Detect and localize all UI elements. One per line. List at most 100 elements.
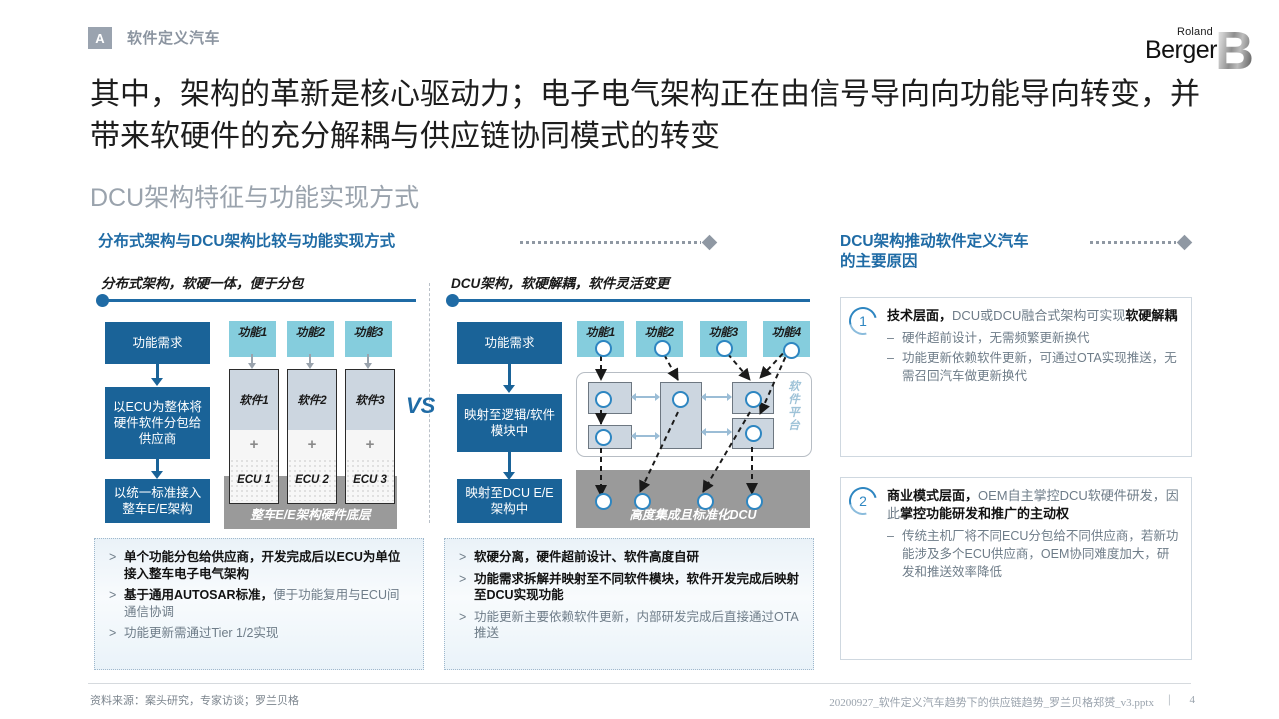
ecu-stack-ecu-0: ECU 1 xyxy=(230,459,278,501)
ecu-stack-ecu-2: ECU 3 xyxy=(346,459,394,501)
function-chip-d1: 功能2 xyxy=(287,321,334,357)
reason-heading-plain: DCU或DCU融合式架构可实现 xyxy=(952,308,1126,323)
bullet-bold-text: 功能需求拆解并映射至不同软件模块，软件开发完成后映射至DCU实现功能 xyxy=(474,571,800,603)
flow-arrow-stem xyxy=(508,364,511,387)
dcu-caption-dot xyxy=(446,294,459,307)
dcu-caption: DCU架构，软硬解耦，软件灵活变更 xyxy=(451,276,670,291)
reason-2-list: 传统主机厂将不同ECU分包给不同供应商，若新功能涉及多个ECU供应商，OEM协同… xyxy=(887,527,1179,581)
distributed-bullet-list: 单个功能分包给供应商，开发完成后以ECU为单位接入整车电子电气架构 基于通用AU… xyxy=(107,549,411,642)
ecu-stack-plus-0: + xyxy=(230,430,278,460)
flow-arrow-head-icon xyxy=(503,385,515,393)
page-number: 4 xyxy=(1189,694,1196,706)
function-node xyxy=(595,340,612,357)
bullet-text: 便于功能复用与ECU间通信协调 xyxy=(124,588,400,619)
ecu-stack-software-2: 软件3 xyxy=(346,370,394,431)
flow-box-dcu-2: 映射至DCU E/E架构中 xyxy=(457,479,562,523)
flow-box-distributed-2: 以统一标准接入整车E/E架构 xyxy=(105,479,210,523)
source-note: 资料来源：案头研究，专家访谈；罗兰贝格 xyxy=(90,695,299,707)
chip-arrow-stem xyxy=(367,354,369,365)
page-headline: 其中，架构的革新是核心驱动力；电子电气架构正在由信号导向向功能导向转变，并带来软… xyxy=(90,78,1200,153)
reason-card-1: 1 技术层面，DCU或DCU融合式架构可实现软硬解耦 硬件超前设计，无需频繁更新… xyxy=(840,297,1192,457)
reason-card-2: 2 商业模式层面，OEM自主掌控DCU软硬件研发，因此掌控功能研发和推广的主动权… xyxy=(840,477,1192,660)
chip-arrow-stem xyxy=(309,354,311,365)
ecu-stack-2: 软件3 + ECU 3 xyxy=(345,369,395,504)
dcu-bullet-list: 软硬分离，硬件超前设计、软件高度自研 功能需求拆解并映射至不同软件模块，软件开发… xyxy=(457,549,801,642)
vs-label: VS xyxy=(406,393,436,418)
right-title-rule xyxy=(1090,234,1193,250)
dcu-caption-rule xyxy=(457,299,810,302)
platform-node xyxy=(672,391,689,408)
flow-arrow-stem xyxy=(508,452,511,474)
left-panel-title: 分布式架构与DCU架构比较与功能实现方式 xyxy=(98,233,396,250)
page-subheadline: DCU架构特征与功能实现方式 xyxy=(90,184,420,212)
dcu-node xyxy=(697,493,714,510)
dcu-node xyxy=(595,493,612,510)
logo-b-mark: B xyxy=(1215,21,1254,81)
logo-roland-text: Roland xyxy=(1176,26,1213,38)
chip-arrow-stem xyxy=(251,354,253,365)
right-panel-title-line2: 的主要原因 xyxy=(840,253,918,270)
list-item: 软硬分离，硬件超前设计、软件高度自研 xyxy=(457,549,801,566)
ecu-stack-0: 软件1 + ECU 1 xyxy=(229,369,279,504)
left-title-rule xyxy=(520,234,718,250)
bullet-text: 功能更新主要依赖软件更新，内部研发完成后直接通过OTA推送 xyxy=(474,609,799,641)
reason-heading-bold: 技术层面， xyxy=(887,308,953,323)
flow-box-dcu-0: 功能需求 xyxy=(457,322,562,364)
reason-heading-plain: OEM自主掌控DCU软硬件研发，因此 xyxy=(887,488,1179,521)
bullet-bold-text: 基于通用AUTOSAR标准， xyxy=(124,588,274,602)
chip-arrow-head-icon xyxy=(248,363,256,369)
reason-number-label: 2 xyxy=(859,493,867,509)
list-item: 传统主机厂将不同ECU分包给不同供应商，若新功能涉及多个ECU供应商，OEM协同… xyxy=(887,527,1179,581)
list-item: 基于通用AUTOSAR标准，便于功能复用与ECU间通信协调 xyxy=(107,587,411,620)
flow-box-distributed-1: 以ECU为整体将硬件软件分包给供应商 xyxy=(105,387,210,459)
reason-1-heading: 技术层面，DCU或DCU融合式架构可实现软硬解耦 xyxy=(887,307,1179,325)
flow-arrow-head-icon xyxy=(503,472,515,480)
ecu-stack-software-0: 软件1 xyxy=(230,370,278,431)
ecu-stack-ecu-1: ECU 2 xyxy=(288,459,336,501)
platform-node xyxy=(595,391,612,408)
list-item: 功能更新主要依赖软件更新，内部研发完成后直接通过OTA推送 xyxy=(457,609,801,642)
software-platform-label: 软件平台 xyxy=(788,381,800,432)
dcu-node xyxy=(746,493,763,510)
dcu-bullets-card: 软硬分离，硬件超前设计、软件高度自研 功能需求拆解并映射至不同软件模块，软件开发… xyxy=(444,538,814,670)
ecu-stack-plus-2: + xyxy=(346,430,394,460)
distributed-caption-rule xyxy=(107,299,416,302)
vertical-divider xyxy=(429,283,430,523)
dotted-line xyxy=(520,240,701,244)
flow-arrow-head-icon xyxy=(151,471,163,479)
function-chip-d0: 功能1 xyxy=(229,321,276,357)
module-link-arrow xyxy=(701,393,732,401)
chip-arrow-head-icon xyxy=(306,363,314,369)
flow-box-dcu-1: 映射至逻辑/软件模块中 xyxy=(457,394,562,452)
list-item: 单个功能分包给供应商，开发完成后以ECU为单位接入整车电子电气架构 xyxy=(107,549,411,582)
platform-node xyxy=(745,391,762,408)
flow-box-distributed-0: 功能需求 xyxy=(105,322,210,364)
right-panel-title-line1: DCU架构推动软件定义汽车 xyxy=(840,233,1029,250)
dotted-line xyxy=(1090,240,1176,244)
reason-number-label: 1 xyxy=(859,313,867,329)
bullet-bold-text: 单个功能分包给供应商，开发完成后以ECU为单位接入整车电子电气架构 xyxy=(124,550,401,581)
platform-node xyxy=(745,425,762,442)
section-tag: A xyxy=(88,27,112,49)
reason-heading-bold: 掌控功能研发和推广的主动权 xyxy=(900,506,1070,521)
module-link-arrow xyxy=(631,393,660,401)
ecu-stack-software-1: 软件2 xyxy=(288,370,336,431)
chip-arrow-head-icon xyxy=(364,363,372,369)
function-node xyxy=(783,342,800,359)
reason-heading-bold: 商业模式层面， xyxy=(887,488,979,503)
distributed-caption-dot xyxy=(96,294,109,307)
dcu-node xyxy=(634,493,651,510)
reason-1-list: 硬件超前设计，无需频繁更新换代 功能更新依赖软件更新，可通过OTA实现推送，无需… xyxy=(887,329,1179,385)
flow-arrow-stem xyxy=(156,364,159,380)
list-item: 功能更新依赖软件更新，可通过OTA实现推送，无需召回汽车做更新换代 xyxy=(887,349,1179,385)
logo-berger-text: Berger xyxy=(1144,36,1218,64)
ecu-stack-1: 软件2 + ECU 2 xyxy=(287,369,337,504)
roland-berger-logo: Roland Berger B xyxy=(1145,12,1257,78)
platform-node xyxy=(595,429,612,446)
list-item: 硬件超前设计，无需频繁更新换代 xyxy=(887,329,1179,347)
function-node xyxy=(716,340,733,357)
flow-arrow-stem xyxy=(156,459,159,473)
reason-number-2: 2 xyxy=(843,481,883,521)
distributed-bullets-card: 单个功能分包给供应商，开发完成后以ECU为单位接入整车电子电气架构 基于通用AU… xyxy=(94,538,424,670)
module-link-arrow xyxy=(701,428,732,436)
